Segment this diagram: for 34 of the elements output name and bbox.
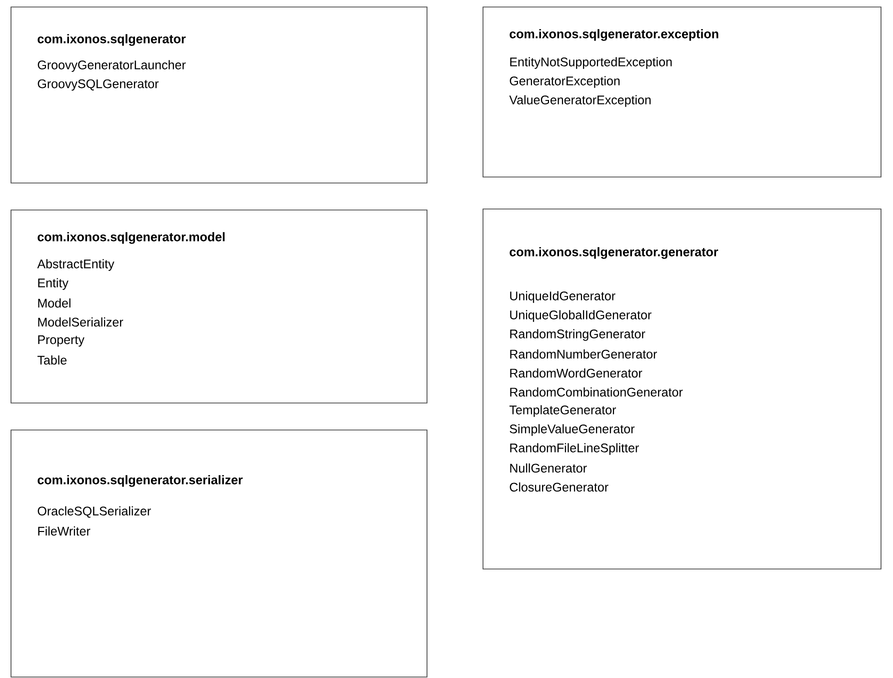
- class-name: RandomStringGenerator: [510, 329, 646, 341]
- class-name: Property: [38, 335, 84, 347]
- class-name: EntityNotSupportedException: [510, 57, 672, 69]
- class-name: Table: [37, 355, 67, 365]
- class-name: GeneratorException: [510, 76, 620, 88]
- class-name: SimpleValueGenerator: [510, 424, 634, 436]
- package-box: [10, 210, 428, 404]
- class-name: NullGenerator: [510, 463, 587, 473]
- class-name: GroovyGeneratorLauncher: [38, 60, 186, 72]
- class-name: Model: [38, 298, 70, 308]
- class-name: RandomNumberGenerator: [510, 349, 657, 359]
- class-name: AbstractEntity: [37, 259, 114, 271]
- class-name: ModelSerializer: [38, 317, 124, 327]
- class-name: UniqueIdGenerator: [510, 291, 616, 303]
- class-name: Entity: [38, 278, 68, 290]
- package-box: [10, 6, 428, 184]
- package-box: [10, 430, 428, 678]
- class-name: RandomWordGenerator: [510, 368, 642, 378]
- package-name: com.ixonos.sqlgenerator.generator: [510, 247, 718, 259]
- package-name: com.ixonos.sqlgenerator.serializer: [38, 475, 243, 487]
- class-name: RandomCombinationGenerator: [510, 387, 683, 397]
- class-name: OracleSQLSerializer: [38, 506, 151, 518]
- class-name: GroovySQLGenerator: [38, 79, 159, 91]
- package-box: [482, 6, 882, 178]
- package-name: com.ixonos.sqlgenerator: [38, 34, 186, 46]
- class-name: UniqueGlobalIdGenerator: [510, 310, 652, 322]
- class-name: TemplateGenerator: [510, 405, 616, 417]
- class-name: FileWriter: [38, 526, 90, 536]
- class-name: ClosureGenerator: [510, 482, 608, 492]
- package-name: com.ixonos.sqlgenerator.model: [38, 232, 225, 244]
- package-name: com.ixonos.sqlgenerator.exception: [510, 29, 718, 41]
- class-name: ValueGeneratorException: [509, 95, 651, 107]
- package-box: [482, 208, 882, 570]
- class-name: RandomFileLineSplitter: [510, 443, 639, 455]
